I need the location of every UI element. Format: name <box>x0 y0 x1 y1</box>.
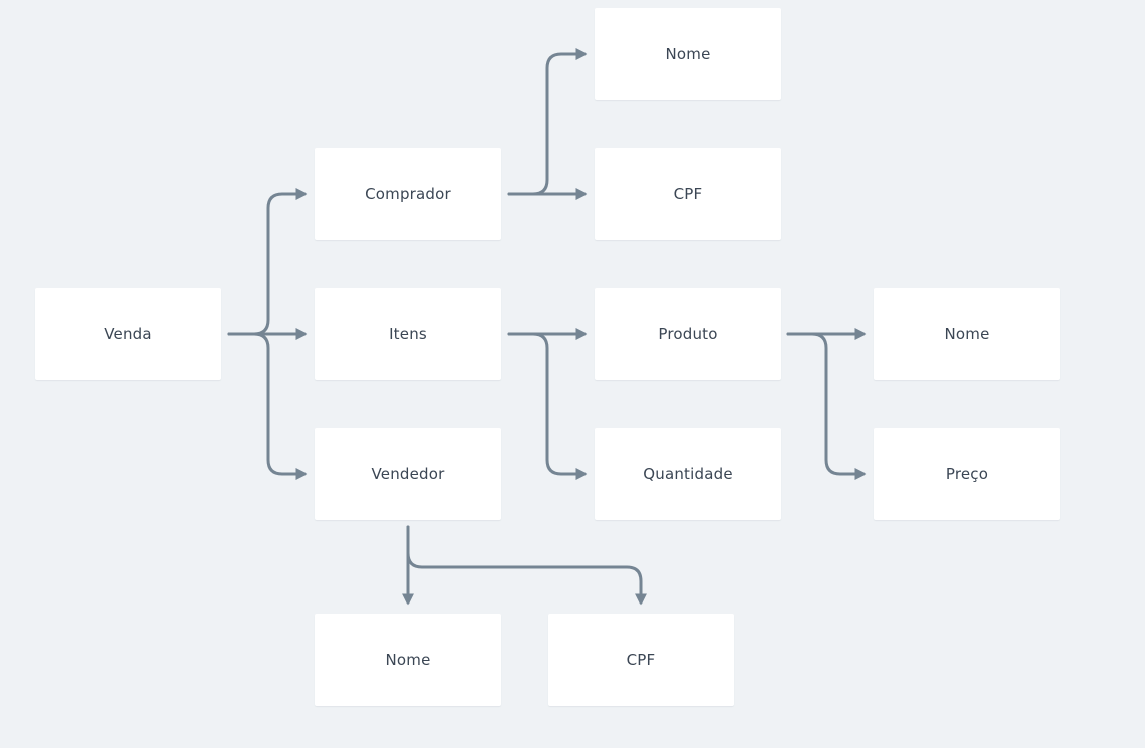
node-produto-preco-label: Preço <box>945 465 989 483</box>
node-quantidade-label: Quantidade <box>643 465 733 483</box>
node-vendedor[interactable]: Vendedor <box>315 428 501 520</box>
connector-vendedor-cpf <box>406 525 647 606</box>
connector-comprador-nome <box>507 48 588 196</box>
node-produto-preco[interactable]: Preço <box>874 428 1060 520</box>
node-comprador-nome[interactable]: Nome <box>595 8 781 100</box>
node-vendedor-cpf-label: CPF <box>626 651 656 669</box>
node-itens[interactable]: Itens <box>315 288 501 380</box>
node-vendedor-cpf[interactable]: CPF <box>548 614 734 706</box>
node-comprador[interactable]: Comprador <box>315 148 501 240</box>
node-quantidade[interactable]: Quantidade <box>595 428 781 520</box>
node-venda[interactable]: Venda <box>35 288 221 380</box>
node-produto-label: Produto <box>658 325 718 343</box>
node-itens-label: Itens <box>389 325 427 343</box>
node-produto-nome[interactable]: Nome <box>874 288 1060 380</box>
connector-venda-comprador <box>227 188 308 336</box>
node-comprador-label: Comprador <box>365 185 451 203</box>
node-produto[interactable]: Produto <box>595 288 781 380</box>
node-vendedor-label: Vendedor <box>371 465 445 483</box>
node-venda-label: Venda <box>104 325 152 343</box>
node-comprador-nome-label: Nome <box>665 45 711 63</box>
node-comprador-cpf-label: CPF <box>673 185 703 203</box>
node-vendedor-nome-label: Nome <box>385 651 431 669</box>
connector-produto-preco <box>786 332 867 480</box>
connector-venda-vendedor <box>227 332 308 480</box>
node-produto-nome-label: Nome <box>944 325 990 343</box>
connector-itens-quantidade <box>507 332 588 480</box>
node-vendedor-nome[interactable]: Nome <box>315 614 501 706</box>
node-comprador-cpf[interactable]: CPF <box>595 148 781 240</box>
